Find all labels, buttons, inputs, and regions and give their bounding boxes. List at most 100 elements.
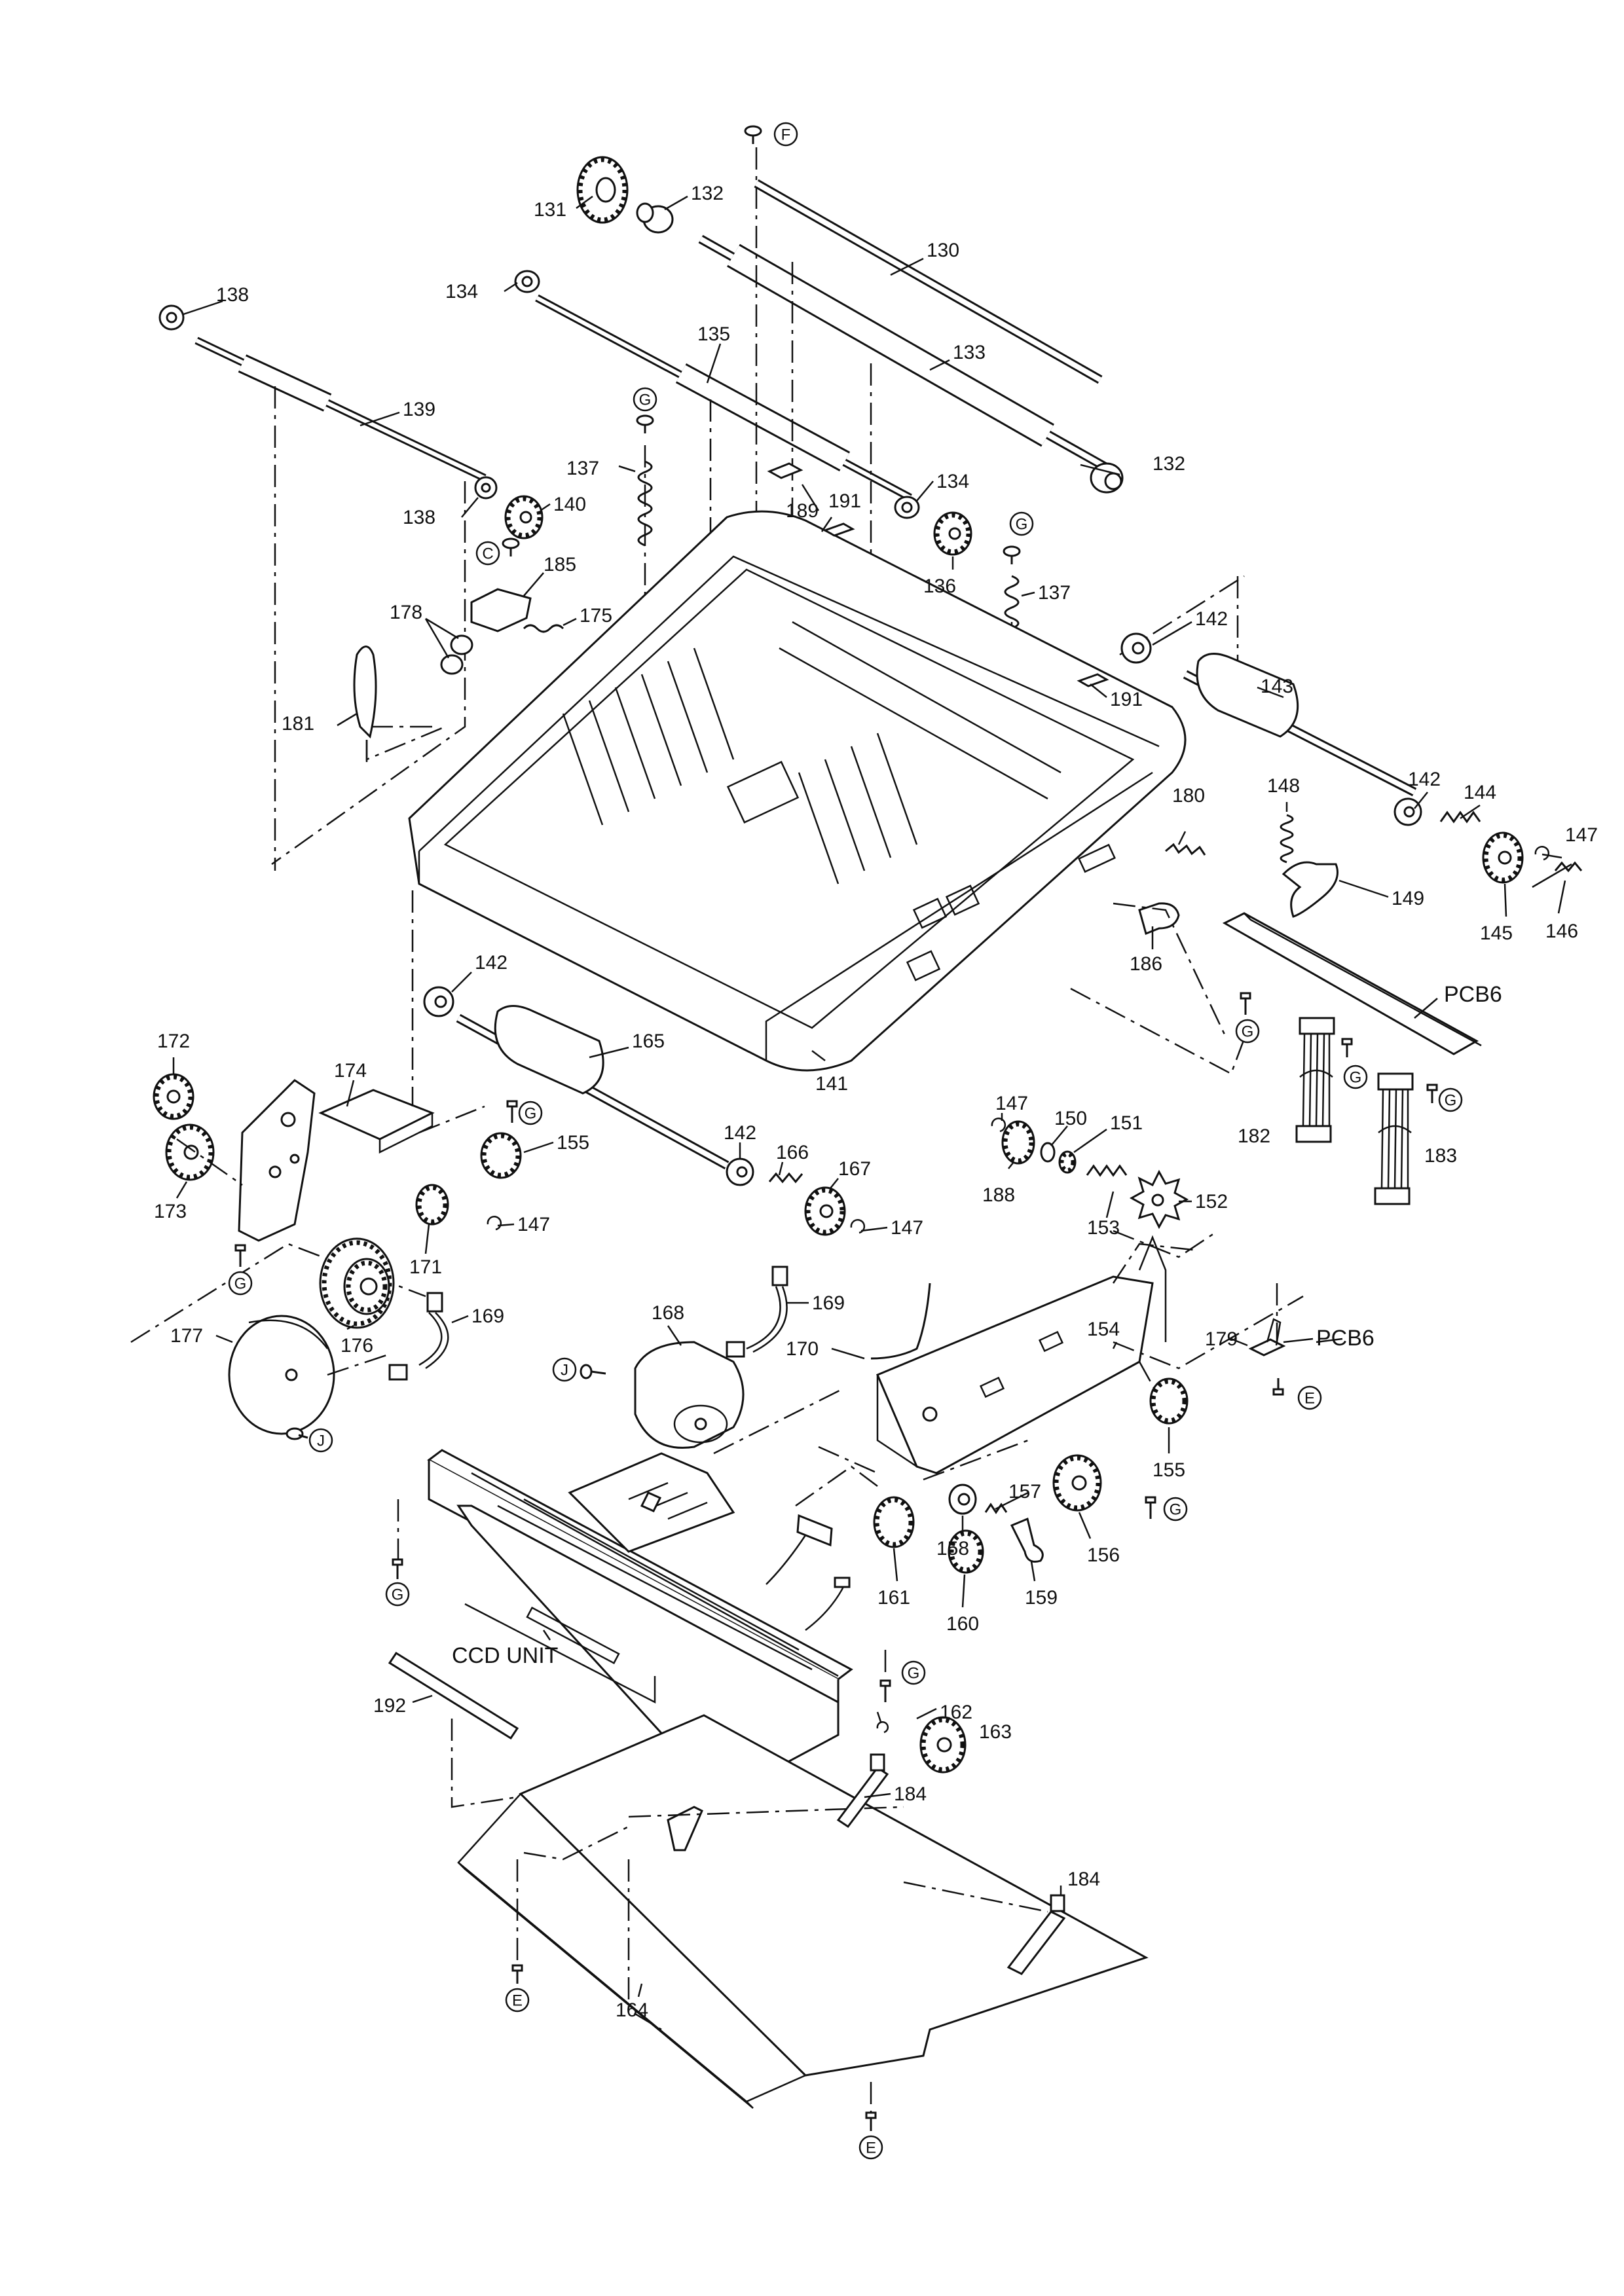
label-191-right: 191 — [1110, 689, 1143, 710]
label-152: 152 — [1195, 1191, 1228, 1212]
screw-code-g8: G — [1163, 1497, 1188, 1522]
label-185: 185 — [544, 554, 576, 575]
screw-code-f: F — [773, 122, 798, 147]
gear-131 — [576, 156, 629, 224]
label-158: 158 — [936, 1538, 969, 1559]
gear-155-right — [1149, 1377, 1189, 1425]
label-138-lower: 138 — [403, 507, 435, 528]
clip-142-right — [1393, 797, 1422, 826]
leader-lines — [172, 195, 1566, 1997]
ring-162 — [876, 1721, 889, 1734]
clip-142-upper — [1120, 632, 1152, 664]
label-147-left: 147 — [517, 1214, 550, 1235]
gear-172 — [153, 1073, 194, 1120]
label-188: 188 — [982, 1184, 1015, 1206]
screw-code-e1: E — [1297, 1385, 1322, 1410]
svg-text:G: G — [525, 1105, 537, 1123]
part-labels: 131 132 130 134 138 135 133 139 137 132 … — [154, 183, 1598, 2021]
label-181: 181 — [282, 713, 314, 735]
label-131: 131 — [534, 199, 566, 221]
gear-136 — [933, 511, 972, 556]
clip-142-left — [423, 986, 454, 1017]
tab-189 — [767, 462, 803, 479]
gear-161 — [873, 1496, 915, 1548]
clip-181 — [353, 646, 377, 738]
screw-code-g3: G — [1235, 1019, 1260, 1044]
spring-148 — [1280, 814, 1294, 864]
gear-167 — [804, 1186, 846, 1236]
label-156: 156 — [1087, 1544, 1120, 1566]
label-169-center: 169 — [812, 1292, 845, 1314]
label-168: 168 — [652, 1302, 684, 1324]
svg-text:E: E — [1304, 1390, 1315, 1408]
screw-code-g10: G — [901, 1660, 926, 1685]
svg-text:G: G — [392, 1586, 404, 1604]
screw-code-j1: J — [308, 1428, 333, 1453]
screw-tray-right — [865, 2111, 877, 2131]
label-170: 170 — [786, 1338, 819, 1360]
label-142-left: 142 — [475, 952, 507, 974]
label-141: 141 — [815, 1073, 848, 1095]
strip-192 — [388, 1651, 519, 1740]
svg-text:J: J — [561, 1362, 568, 1379]
label-182: 182 — [1238, 1125, 1270, 1147]
clip-134-right — [894, 496, 920, 519]
screw-code-g1: G — [633, 387, 657, 412]
gear-163 — [919, 1716, 967, 1774]
screw-179 — [1272, 1378, 1284, 1396]
clip-134-top — [514, 270, 540, 293]
sensor-185 — [470, 588, 532, 632]
bracket-motor — [238, 1079, 316, 1242]
ring-147-188 — [991, 1118, 1006, 1133]
screw-137-left — [636, 414, 654, 433]
label-171: 171 — [409, 1256, 442, 1278]
label-175: 175 — [580, 605, 612, 627]
label-138-top: 138 — [216, 284, 249, 306]
label-173: 173 — [154, 1201, 187, 1222]
rod-130 — [754, 179, 1103, 384]
star-wheel-152 — [1129, 1169, 1189, 1230]
label-176: 176 — [341, 1335, 373, 1357]
label-179: 179 — [1205, 1328, 1238, 1350]
screw-code-g2: G — [1009, 511, 1034, 536]
svg-text:G: G — [908, 1665, 920, 1683]
cable-169-left — [388, 1292, 449, 1381]
screw-185 — [502, 538, 520, 556]
label-183: 183 — [1424, 1145, 1457, 1167]
label-177: 177 — [170, 1325, 203, 1347]
label-142-mid: 142 — [724, 1122, 756, 1144]
screw-bracket — [234, 1244, 246, 1267]
washer-150 — [1040, 1142, 1056, 1163]
label-154: 154 — [1087, 1319, 1120, 1340]
gear-145 — [1482, 831, 1524, 884]
tab-191-top — [822, 522, 855, 537]
lever-184-b — [1006, 1894, 1066, 1975]
label-163: 163 — [979, 1721, 1012, 1743]
motor-168 — [634, 1341, 745, 1449]
cable-169-center — [726, 1266, 788, 1358]
label-pcb6-lower: PCB6 — [1316, 1326, 1375, 1351]
label-186: 186 — [1130, 953, 1162, 975]
ring-147-left — [487, 1216, 502, 1231]
label-164: 164 — [616, 1999, 648, 2021]
spring-166 — [768, 1172, 803, 1184]
roller-shaft-133 — [698, 234, 1116, 476]
roller-178-b — [440, 654, 464, 675]
label-161: 161 — [877, 1587, 910, 1609]
screw-code-g4: G — [1343, 1065, 1368, 1089]
label-137-right: 137 — [1038, 582, 1071, 604]
clip-138-top — [158, 304, 185, 331]
label-172: 172 — [157, 1030, 190, 1052]
screw-ccd-right — [879, 1679, 891, 1702]
roller-143 — [1183, 653, 1417, 797]
spring-153 — [1086, 1164, 1128, 1177]
shaft-139 — [194, 337, 487, 482]
gear-188 — [1001, 1120, 1035, 1165]
label-139: 139 — [403, 399, 435, 420]
tray-164 — [457, 1714, 1149, 2109]
label-144: 144 — [1464, 782, 1496, 803]
spring-144 — [1439, 811, 1481, 824]
screw-code-g9: G — [385, 1582, 410, 1607]
label-132-top: 132 — [691, 183, 724, 204]
